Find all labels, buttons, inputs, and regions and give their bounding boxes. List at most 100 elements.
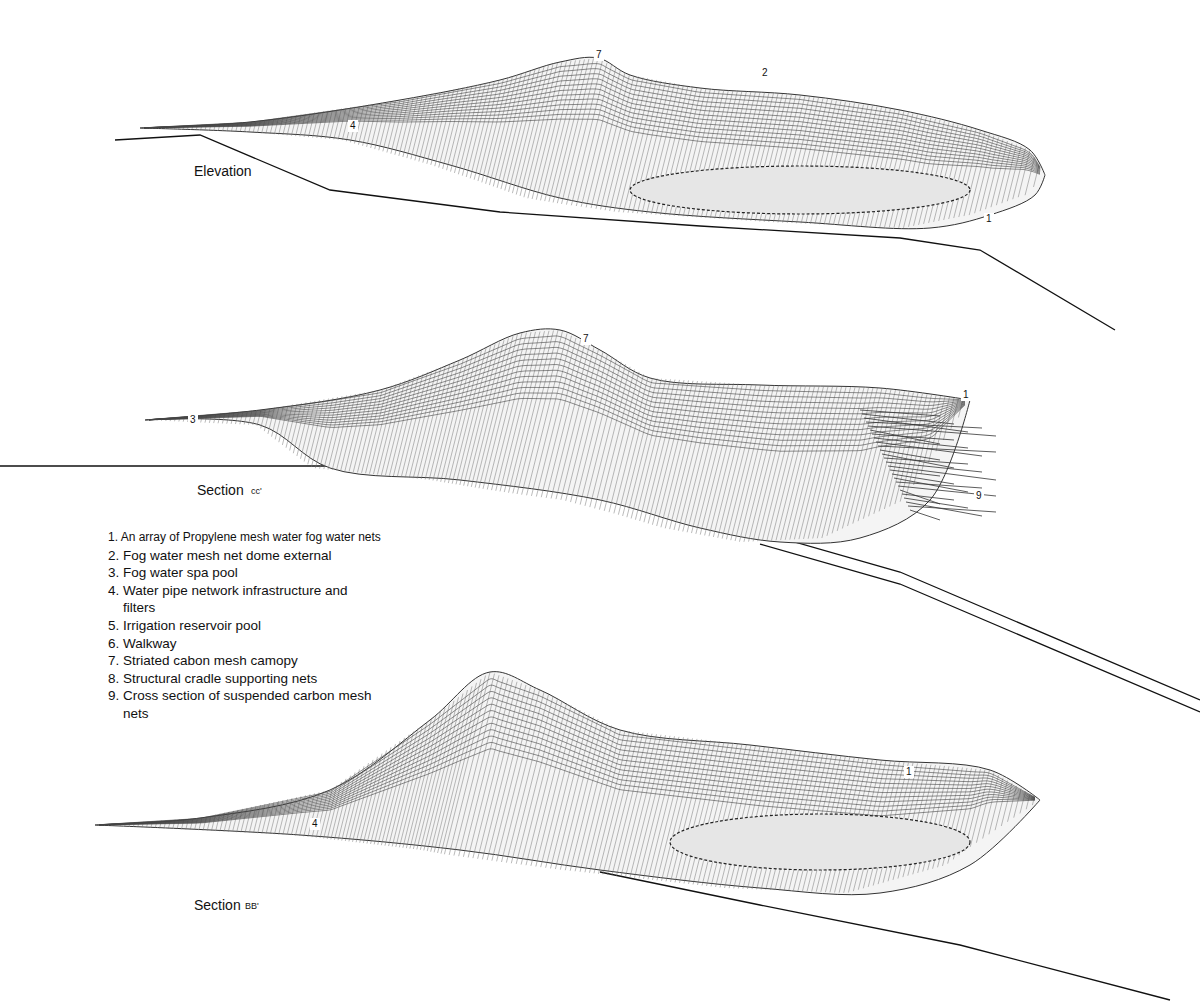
key-entry: 7. Striated cabon mesh camopy	[108, 652, 378, 670]
mesh-strand	[511, 697, 553, 864]
mesh-strand	[884, 392, 913, 508]
mesh-strand	[438, 679, 481, 853]
key-entry: 8. Structural cradle supporting nets	[108, 670, 378, 688]
callout-number: 3	[188, 414, 198, 426]
reservoir-pool	[630, 166, 970, 214]
mesh-strand	[944, 127, 967, 220]
mesh-strand	[434, 683, 476, 853]
key-entry: 3. Fog water spa pool	[108, 564, 378, 582]
mesh-strand	[589, 731, 625, 873]
mesh-strand	[407, 96, 423, 159]
suspended-net	[894, 478, 968, 492]
mesh-strand	[566, 352, 603, 501]
mesh-strand	[853, 389, 887, 524]
mesh-strand	[879, 392, 909, 512]
mesh-strand	[431, 90, 450, 165]
canopy-striation	[149, 342, 965, 420]
suspended-net	[870, 430, 940, 444]
view-title: Section	[192, 897, 243, 913]
callout-number: BB'	[243, 901, 261, 911]
suspended-net	[886, 462, 982, 472]
mesh-strand	[924, 122, 949, 224]
ramp-edge	[760, 544, 1200, 712]
mesh-strand	[678, 382, 715, 531]
mesh-strand	[531, 706, 571, 866]
mesh-strand	[560, 719, 598, 870]
mesh-strand	[985, 139, 1003, 209]
mesh-strand	[934, 125, 958, 222]
mesh-strand	[444, 672, 490, 854]
mesh-strand	[417, 701, 454, 850]
mesh-strand	[674, 382, 711, 530]
mesh-strand	[618, 378, 652, 515]
mesh-strand	[336, 394, 355, 470]
mesh-strand	[612, 733, 648, 875]
mesh-strand	[555, 717, 593, 869]
mesh-strand	[474, 80, 499, 180]
canopy-striation	[149, 387, 965, 440]
mesh-strand	[939, 126, 963, 221]
mesh-strand	[648, 380, 684, 523]
mesh-strand	[502, 692, 545, 862]
mesh-strand	[443, 87, 463, 168]
mesh-strand	[341, 393, 360, 470]
callout-number: 1	[961, 389, 971, 401]
mesh-strand	[603, 732, 639, 874]
mesh-strand	[609, 374, 643, 512]
form-outline	[140, 57, 1045, 228]
suspended-net	[910, 510, 940, 520]
canopy-striation	[149, 347, 965, 419]
mesh-strand	[976, 772, 994, 842]
mesh-strand	[541, 340, 580, 497]
mesh-strand	[683, 382, 720, 531]
mesh-strand	[700, 384, 738, 535]
canopy-striation	[144, 119, 1040, 174]
mesh-strand	[536, 708, 576, 867]
mesh-strand	[478, 79, 504, 181]
mesh-strand	[526, 703, 566, 865]
mesh-strand	[357, 390, 378, 472]
canopy-striation	[144, 69, 1040, 168]
suspended-net	[906, 502, 982, 516]
mesh-strand	[585, 730, 621, 872]
mesh-strand	[546, 343, 585, 498]
mesh-strand	[441, 676, 486, 854]
mesh-strand	[487, 333, 526, 490]
suspended-net	[900, 490, 940, 504]
mesh-strand	[623, 378, 657, 516]
mesh-strand	[449, 674, 494, 855]
mesh-strand	[345, 393, 365, 472]
mesh-strand	[464, 342, 500, 485]
mesh-strand	[804, 387, 842, 539]
suspended-net	[876, 442, 982, 456]
callout-number: 1	[904, 766, 914, 778]
mesh-strand	[614, 377, 648, 514]
mesh-strand	[570, 724, 607, 871]
view-title: Section	[195, 482, 246, 498]
key-entry: 5. Irrigation reservoir pool	[108, 617, 378, 635]
key-entry: 2. Fog water mesh net dome external	[108, 547, 378, 565]
mesh-strand	[640, 380, 675, 521]
structure-form	[145, 329, 996, 543]
mesh-strand	[468, 680, 512, 857]
mesh-strand	[842, 388, 877, 529]
canopy-striation	[144, 99, 1040, 172]
mesh-strand	[969, 134, 989, 215]
mesh-strand	[670, 382, 707, 530]
mesh-strand	[479, 334, 518, 488]
canopy-striation	[99, 717, 1035, 825]
mesh-strand	[521, 701, 562, 865]
mesh-strand	[467, 340, 504, 486]
mesh-strand	[661, 381, 698, 527]
mesh-strand	[996, 143, 1012, 205]
mesh-strand	[657, 381, 693, 526]
canopy-striation	[149, 393, 965, 446]
mesh-strand	[808, 387, 846, 539]
canopy-striation	[144, 114, 1040, 174]
mesh-strand	[581, 68, 616, 207]
suspended-net	[868, 426, 996, 436]
canopy-striation	[149, 359, 965, 420]
ramp-edge	[760, 532, 1200, 700]
canopy-striation	[99, 723, 1035, 825]
mesh-strand	[594, 731, 630, 873]
